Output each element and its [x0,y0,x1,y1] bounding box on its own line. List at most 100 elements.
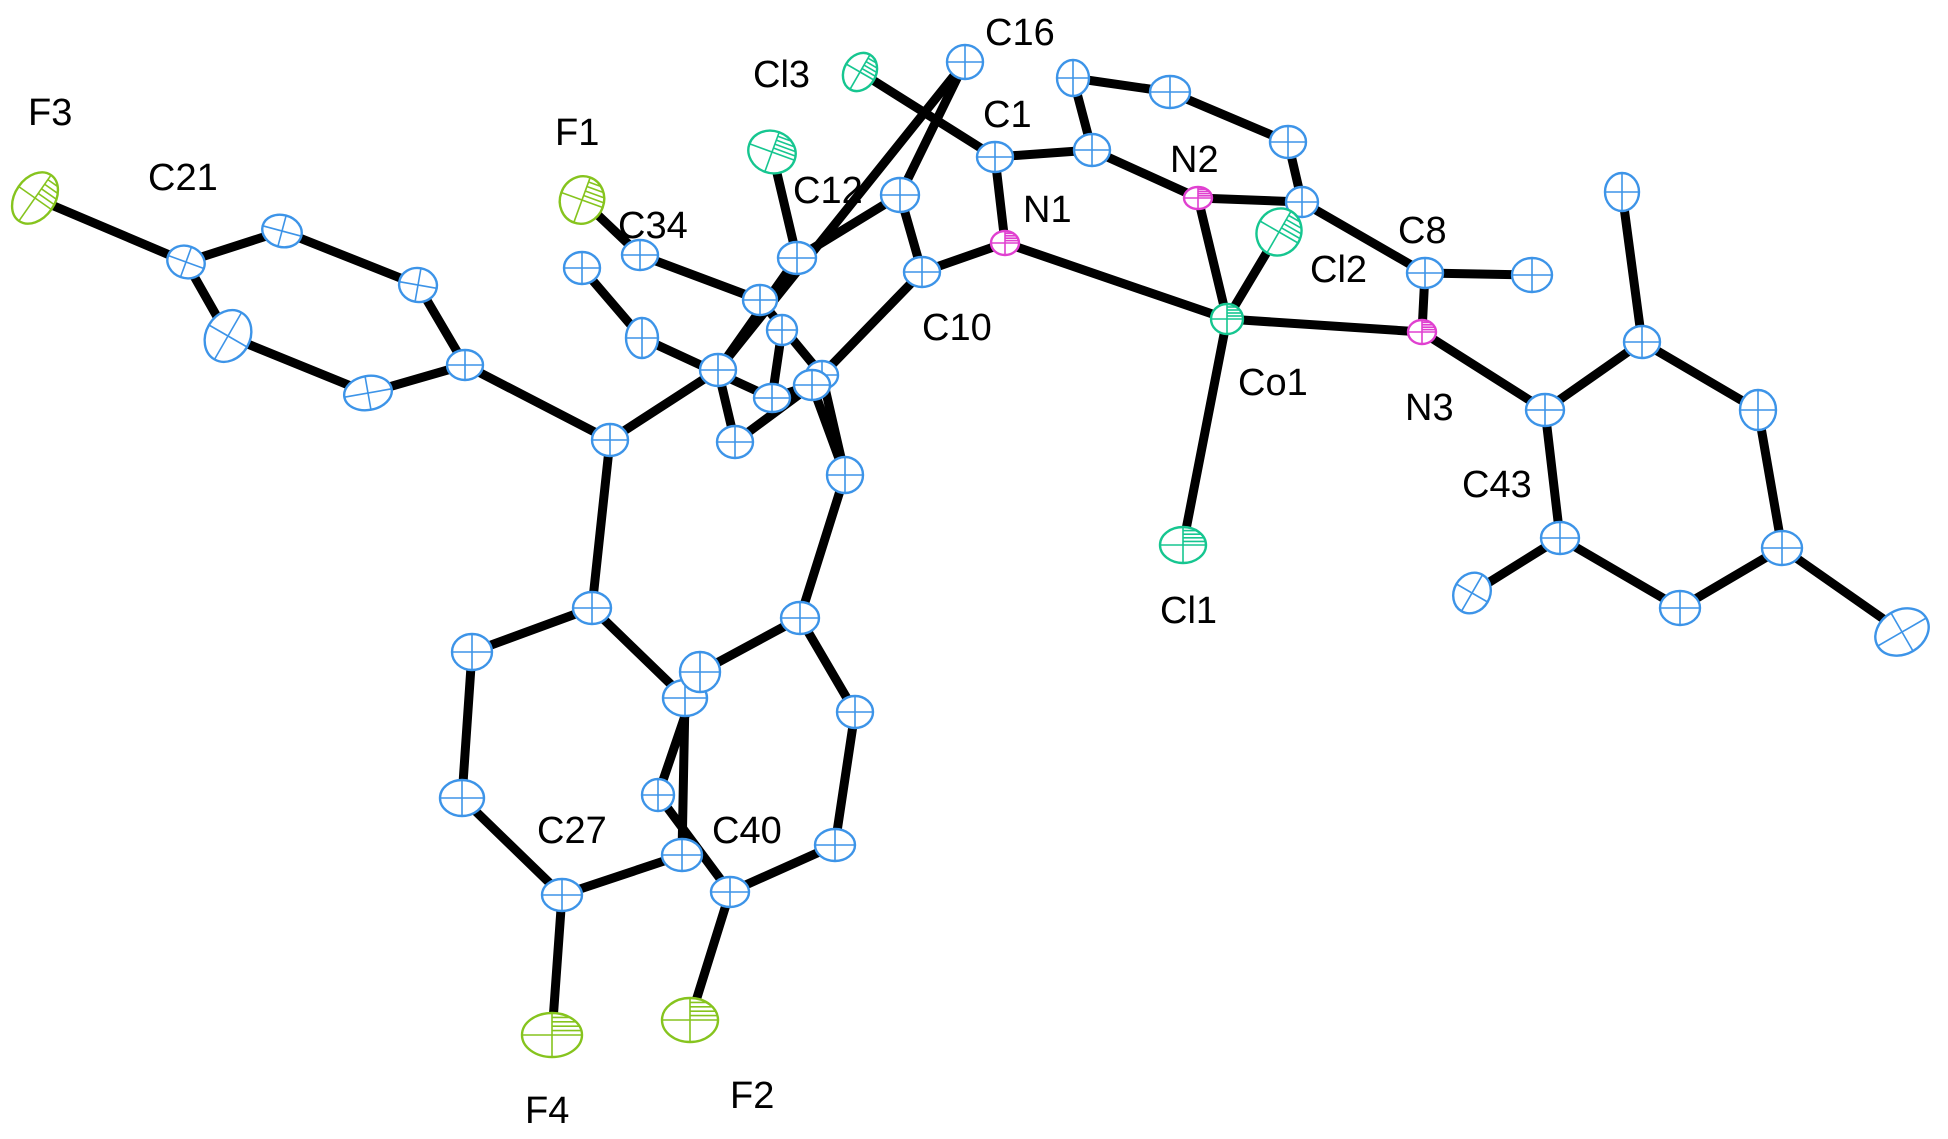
atom-N1 [989,229,1021,257]
atom-axis [573,177,591,223]
label-C21: C21 [148,157,218,199]
atom-f3 [813,827,857,863]
atom-C8 [1405,256,1445,290]
atom-hatch [777,135,792,142]
atom-e2 [450,632,494,672]
atom-c7 [1658,589,1702,627]
atom-hatch [47,178,59,188]
bond-b3-b4 [1165,87,1293,147]
atom-hatch [865,60,878,69]
atom-c3 [1622,324,1662,360]
atom-b3 [1148,74,1192,110]
atom-Cl2 [1255,207,1303,257]
atom-C10 [902,255,942,289]
atom-axis [764,131,780,173]
atom-axis [364,376,372,410]
label-C1: C1 [983,94,1032,136]
atom-c2 [1603,171,1641,213]
bond-c8-c1 [1540,405,1565,543]
atom-layer [10,43,1930,1059]
atom-a4 [342,374,394,412]
atom-d2 [624,316,660,360]
label-C27: C27 [537,810,607,852]
atom-d3 [741,283,779,317]
atom-F2 [660,996,720,1044]
bond-f2-f3 [830,707,860,850]
atom-axis [18,174,52,222]
label-C34: C34 [618,205,688,247]
atom-c8 [1539,520,1581,556]
atom-hatch [44,183,59,195]
atom-axis [849,54,871,90]
bond-C27-e4 [557,850,687,900]
atom-N3 [1406,318,1438,346]
atom-d9 [715,424,755,460]
bond-a6-a7 [605,365,723,445]
atom-f4 [640,777,676,813]
atom-d7 [792,368,832,402]
atom-axis [1890,612,1914,652]
atom-c1 [1524,392,1566,428]
atom-hatch [863,64,878,74]
atom-a1 [261,213,303,249]
atom-e4 [660,837,704,873]
atom-c5 [1760,529,1804,567]
label-C10: C10 [922,307,992,349]
atom-c6 [1874,607,1930,657]
bond-c1-c3 [1540,337,1647,415]
bond-a3-a6 [460,360,615,445]
bond-C27-F4 [547,890,567,1040]
atom-axis [1460,574,1484,612]
bond-a6-e1 [587,435,615,613]
atom-a6 [590,422,630,458]
atom-hatch [585,190,605,199]
bond-C10-d6 [817,267,927,380]
label-C43: C43 [1462,464,1532,506]
bond-e1-e2 [467,603,597,657]
atom-e6 [678,650,722,694]
atom-Co1 [1209,302,1245,336]
atom-b1 [1072,132,1112,168]
atom-axis [277,215,287,247]
atom-b4 [1268,124,1308,160]
label-C40: C40 [712,810,782,852]
bond-e2-e3 [457,647,477,803]
label-layer: F3 C21 F1 C34 Cl3 C16 C12 C1 N1 N2 C10 C… [28,12,1532,1132]
bond-Co1-N3 [1222,314,1427,337]
bond-N1-Co1 [1000,238,1232,324]
atom-hatch [37,192,55,206]
bond-e3-C27 [457,793,567,900]
bond-c7-c8 [1555,533,1685,613]
atom-C34 [620,238,660,272]
atom-hatch [1288,214,1301,223]
bond-c3-c4 [1637,337,1763,415]
label-Co1: Co1 [1238,362,1308,404]
atom-a8 [879,176,921,214]
atom-hatch [1283,222,1302,235]
atom-hatch [588,181,602,188]
atom-a2 [397,266,439,304]
atom-Cl1 [1158,525,1208,565]
atom-C27 [540,877,584,913]
label-F3: F3 [28,92,72,134]
atom-a3 [445,348,485,382]
atom-N2 [1182,185,1214,211]
atom-b6 [1510,256,1554,294]
atom-d4 [765,313,799,347]
atom-hatch [1285,218,1302,230]
atom-d1 [562,250,602,286]
atom-axis [414,268,422,302]
atom-hatch [773,147,796,157]
bond-c3-c2 [1617,187,1647,347]
atom-f2 [835,694,875,730]
atom-C21 [166,244,206,280]
atom-a5 [203,308,253,364]
atom-hatch [774,143,796,153]
bond-e5-e1 [587,603,690,703]
atom-c4 [1738,388,1778,432]
atom-Cl3 [841,51,879,93]
label-N2: N2 [1170,139,1219,181]
label-F4: F4 [525,1090,569,1132]
bond-a8-C16 [895,57,970,200]
bond-b5-C8 [1297,197,1430,278]
